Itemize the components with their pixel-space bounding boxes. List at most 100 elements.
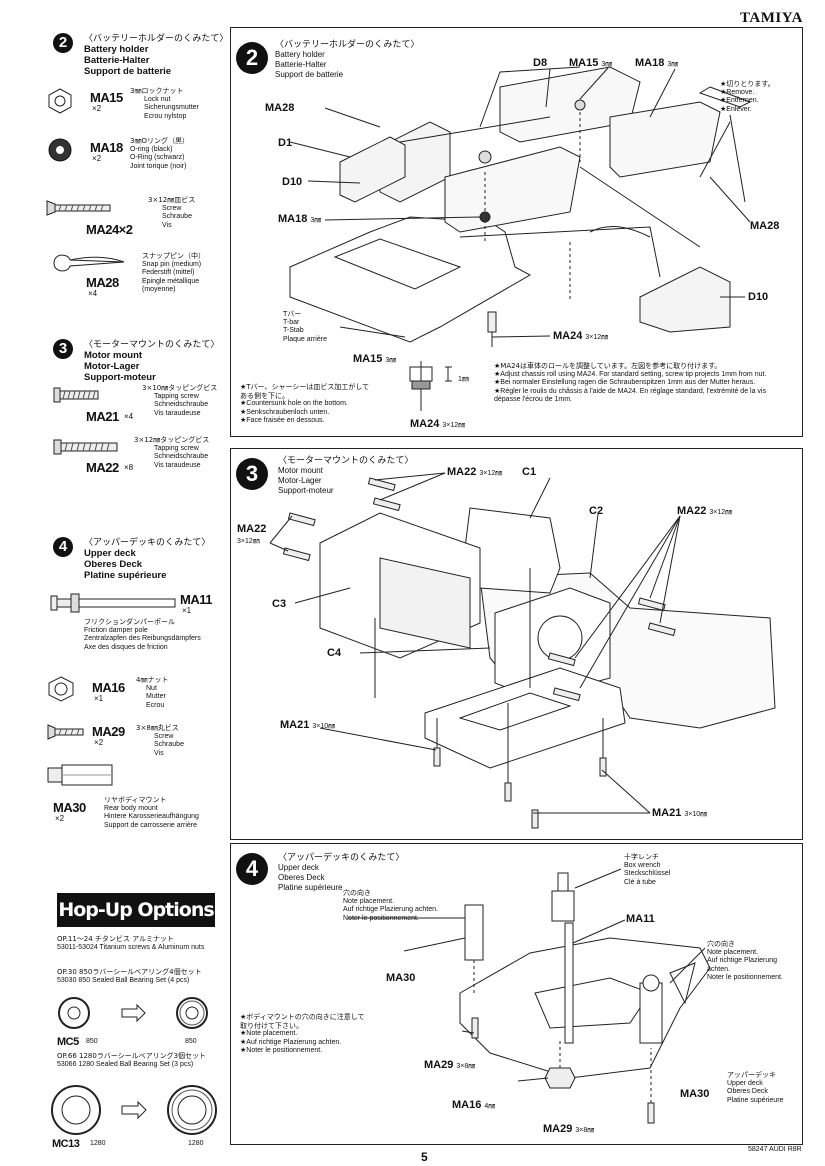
part-ma29-code: MA29 <box>92 724 125 739</box>
step-4-badge: 4 <box>53 537 73 557</box>
upper-deck-note: アッパーデッキ Upper deck Oberes Deck Platine s… <box>727 1071 784 1104</box>
footer-product-code: 58247 AUDI R8R <box>748 1146 802 1153</box>
part-ma11-code: MA11 <box>180 592 212 607</box>
mc13-code: MC13 <box>52 1138 80 1150</box>
label-ma29: MA29 3×8㎜ <box>424 1059 476 1071</box>
part-ma15-desc: 3㎜ロックナット Lock nut Sicherungsmutter Ecrou… <box>130 87 199 120</box>
part-ma18-qty: ×2 <box>92 154 102 163</box>
tapping-screw-short-icon <box>53 387 99 403</box>
label-ma28-left: MA28 <box>265 102 295 114</box>
part-ma16-qty: ×1 <box>94 694 104 703</box>
part-ma22-code: MA22 <box>86 460 119 475</box>
label-d10-right: D10 <box>748 291 769 303</box>
label-c1: C1 <box>522 466 537 478</box>
mc13-to: 1280 <box>188 1140 204 1147</box>
countersunk-note: ★Tバー、シャーシーは皿ビス加工がしてある側を下に。 ★Countersunk … <box>240 383 370 424</box>
part-ma28-desc: スナップピン（中） Snap pin (medium) Federstift (… <box>142 252 205 293</box>
panel-2-badge: 2 <box>236 42 268 74</box>
tapping-screw-long-icon <box>53 439 118 455</box>
hop-up-options-banner: Hop-Up Options <box>57 893 215 927</box>
part-ma11-desc: フリクションダンパーポール Friction damper pole Zentr… <box>84 618 201 651</box>
step-3-title: 〈モーターマウントのくみたて〉 Motor mount Motor-Lager … <box>84 340 220 383</box>
countersunk-screw-icon <box>46 200 111 216</box>
step-4-title: 〈アッパーデッキのくみたて〉 Upper deck Oberes Deck Pl… <box>84 538 211 581</box>
step-3-badge: 3 <box>53 339 73 359</box>
step-2-badge: 2 <box>53 33 73 53</box>
part-ma29-qty: ×2 <box>94 738 104 747</box>
round-screw-icon <box>47 724 84 740</box>
part-ma16-code: MA16 <box>92 680 125 695</box>
label-ma21-left: MA21 3×10㎜ <box>280 719 336 731</box>
panel-3-title: 〈モーターマウントのくみたて〉 Motor mount Motor-Lager … <box>278 456 414 495</box>
panel-step-4 <box>230 843 803 1145</box>
remove-note: ★切りとります。 ★Remove. ★Entfernen. ★Enlever. <box>720 80 775 113</box>
detail-ma24: MA24 3×12㎜ <box>410 418 466 430</box>
upper-deck-diagram <box>348 868 711 1124</box>
label-ma30-left: MA30 <box>386 972 416 984</box>
part-ma21-desc: 3×10㎜タッピングビス Tapping screw Schneidschrau… <box>142 384 218 417</box>
box-wrench-note: 十字レンチ Box wrench Steckschlüssel Clé à tu… <box>624 853 671 886</box>
body-mount-icon <box>47 764 113 786</box>
label-ma22-right: MA22 3×12㎜ <box>677 505 733 517</box>
label-d8: D8 <box>533 57 548 69</box>
label-ma29-bottom: MA29 3×8㎜ <box>543 1123 595 1135</box>
roll-adjust-note: ★MA24は車体のロールを調整しています。左図を参考に取り付けます。 ★Adju… <box>494 362 767 403</box>
label-ma30-right: MA30 <box>680 1088 710 1100</box>
hop-up-op3: OP.66 1280ラバーシールベアリング3個セット 53066 1280 Se… <box>57 1052 207 1068</box>
battery-holder-diagram <box>289 66 752 411</box>
label-ma24: MA24 3×12㎜ <box>553 330 609 342</box>
mc5-to: 850 <box>185 1038 197 1045</box>
label-c3: C3 <box>272 598 287 610</box>
label-ma21-right: MA21 3×10㎜ <box>652 807 708 819</box>
placement-note-left: 穴の向き Note placement. Auf richtige Plazie… <box>343 889 438 922</box>
part-ma11-qty: ×1 <box>182 606 192 615</box>
panel-2-title: 〈バッテリーホルダーのくみたて〉 Battery holder Batterie… <box>275 40 420 79</box>
panel-4-badge: 4 <box>236 853 268 885</box>
part-ma16-desc: 4㎜ナット Nut Mutter Ecrou <box>136 676 169 709</box>
mc5-code: MC5 <box>57 1036 79 1048</box>
part-ma21-qty: ×4 <box>124 412 134 421</box>
placement-note-right: 穴の向き Note placement. Auf richtige Plazie… <box>707 940 783 981</box>
label-ma18-left: MA18 3㎜ <box>278 213 322 225</box>
panel-4-title: 〈アッパーデッキのくみたて〉 Upper deck Oberes Deck Pl… <box>278 853 405 892</box>
label-ma18-top: MA18 3㎜ <box>635 57 679 69</box>
part-ma15-code: MA15 <box>90 90 123 105</box>
detail-ma15: MA15 3㎜ <box>353 353 397 365</box>
bearing-850-icon <box>58 997 208 1029</box>
label-c2: C2 <box>589 505 604 517</box>
detail-1mm: 1㎜ <box>458 376 469 383</box>
snap-pin-icon <box>53 254 125 272</box>
part-ma28-code: MA28 <box>86 275 119 290</box>
label-ma16: MA16 4㎜ <box>452 1099 496 1111</box>
label-ma15: MA15 3㎜ <box>569 57 613 69</box>
damper-pole-icon <box>50 593 176 613</box>
part-ma18-desc: 3㎜Oリング（黒） O-ring (black) O-Ring (schwarz… <box>130 137 189 170</box>
tbar-note: Tバー T-bar T-Stab Plaque arrière <box>283 310 327 343</box>
part-ma28-qty: ×4 <box>88 289 98 298</box>
panel-step-3 <box>230 448 803 840</box>
part-ma22-desc: 3×12㎜タッピングビス Tapping screw Schneidschrau… <box>134 436 210 469</box>
label-ma22-top: MA22 3×12㎜ <box>447 466 503 478</box>
lock-nut-icon <box>48 88 72 114</box>
nut-icon <box>48 676 74 702</box>
hop-up-op1: OP.11～24 チタンビス アルミナット 53011-53024 Titani… <box>57 935 205 951</box>
label-ma11: MA11 <box>626 913 655 925</box>
part-ma15-qty: ×2 <box>92 104 102 113</box>
label-ma28-right: MA28 <box>750 220 780 232</box>
part-ma24-code: MA24×2 <box>86 222 133 237</box>
label-d10-left: D10 <box>282 176 303 188</box>
brand-logo: TAMIYA <box>739 10 803 26</box>
label-d1: D1 <box>278 137 293 149</box>
body-mount-note: ★ボディマウントの穴の向きに注意して取り付けて下さい。 ★Note placem… <box>240 1013 365 1054</box>
bearing-1280-icon <box>51 1085 217 1135</box>
part-ma30-desc: リヤボディマウント Rear body mount Hintere Kaross… <box>104 796 199 829</box>
part-ma30-code: MA30 <box>53 800 86 815</box>
step-2-title: 〈バッテリーホルダーのくみたて〉 Battery holder Batterie… <box>84 34 229 77</box>
page-number: 5 <box>421 1150 428 1164</box>
panel-step-2 <box>230 27 803 437</box>
part-ma22-qty: ×8 <box>124 463 134 472</box>
panel-3-badge: 3 <box>236 458 268 490</box>
label-c4: C4 <box>327 647 342 659</box>
part-ma21-code: MA21 <box>86 409 119 424</box>
